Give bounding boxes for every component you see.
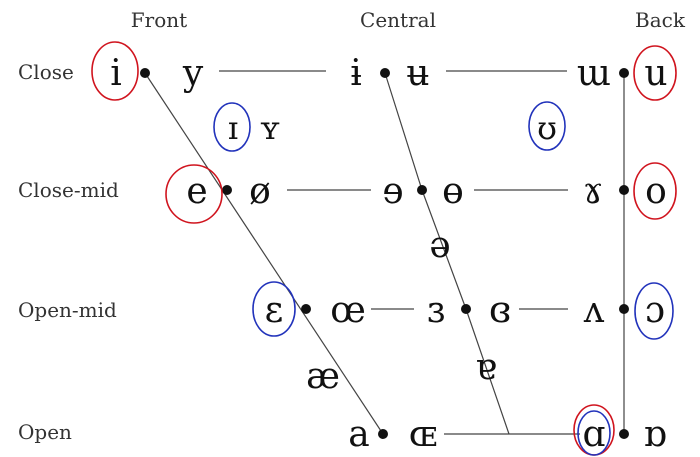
highlight-close-front — [91, 41, 139, 101]
vowel-open-front-unrounded: a — [348, 414, 369, 455]
vowel-open-mid-central-rounded: ɞ — [489, 290, 511, 331]
vowel-close-central-rounded: ʉ — [406, 53, 429, 94]
vowel-open-mid-back-rounded: ɔ — [645, 290, 665, 331]
highlight-near-close-front — [213, 102, 251, 152]
dot-open-mid-front — [301, 304, 311, 314]
dot-open-front — [378, 429, 388, 439]
vowel-open-mid-front-rounded: œ — [330, 290, 366, 331]
dot-open-mid-central — [461, 304, 471, 314]
dot-open-mid-back — [619, 304, 629, 314]
dot-open-back — [619, 429, 629, 439]
dot-close-mid-central — [417, 185, 427, 195]
header-front: Front — [131, 8, 187, 32]
vowel-close-mid-front-unrounded: e — [186, 171, 207, 212]
highlight-near-close-back — [528, 101, 566, 151]
vowel-close-front-unrounded: i — [110, 53, 122, 94]
highlight-open-mid-front — [252, 281, 296, 337]
dot-close-mid-front — [222, 185, 232, 195]
vowel-close-mid-central-unrounded: ɘ — [382, 171, 403, 212]
row-label-open-mid: Open-mid — [18, 298, 117, 322]
vowel-open-mid-back-unrounded: ʌ — [583, 290, 605, 331]
highlight-open-mid-back — [634, 282, 674, 340]
row-label-open: Open — [18, 420, 72, 444]
vowel-near-close-front-unrounded: ɪ — [228, 109, 238, 147]
dot-close-back — [619, 68, 629, 78]
highlight-close-mid-front — [165, 164, 223, 224]
dot-close-front — [140, 68, 150, 78]
front-edge-line — [144, 72, 384, 435]
vowel-near-open-front-unrounded: æ — [306, 356, 340, 397]
vowel-open-back-rounded: ɒ — [643, 414, 666, 455]
vowel-mid-central: ə — [429, 225, 450, 266]
vowel-close-front-rounded: y — [182, 53, 204, 94]
vowel-open-mid-central-unrounded: ɜ — [427, 290, 445, 331]
vowel-close-mid-back-unrounded: ɤ — [583, 171, 603, 212]
vowel-open-mid-front-unrounded: ɛ — [265, 290, 284, 331]
highlight-close-mid-back — [633, 162, 677, 220]
vowel-near-close-front-rounded: ʏ — [260, 109, 281, 147]
vowel-close-central-unrounded: ɨ — [350, 53, 362, 94]
highlight-open-back-blue — [577, 410, 611, 456]
header-back: Back — [635, 8, 686, 32]
vowel-open-front-rounded: ɶ — [409, 414, 437, 455]
vowel-close-mid-central-rounded: ɵ — [442, 171, 464, 212]
vowel-open-back-unrounded: ɑ — [582, 414, 605, 455]
vowel-close-mid-back-rounded: o — [645, 171, 667, 212]
vowel-near-open-central: ɐ — [475, 347, 496, 388]
vowel-close-back-unrounded: ɯ — [577, 53, 611, 94]
vowel-close-mid-front-rounded: ø — [249, 171, 271, 212]
central-line — [384, 72, 510, 435]
header-central: Central — [360, 8, 436, 32]
highlight-close-back — [633, 45, 677, 101]
vowel-near-close-back-rounded: ʊ — [537, 109, 557, 147]
vowel-close-back-rounded: u — [644, 53, 667, 94]
dot-close-central — [380, 68, 390, 78]
dot-close-mid-back — [619, 185, 629, 195]
row-label-close-mid: Close-mid — [18, 178, 119, 202]
row-label-close: Close — [18, 60, 74, 84]
